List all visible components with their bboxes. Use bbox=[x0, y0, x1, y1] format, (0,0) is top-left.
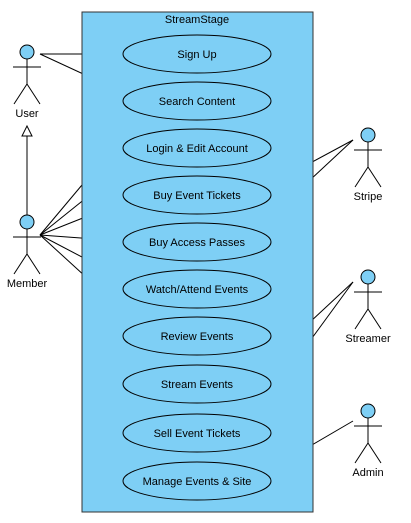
use-case-label: Watch/Attend Events bbox=[146, 284, 249, 296]
use-case-watch-attend-events[interactable]: Watch/Attend Events bbox=[122, 269, 272, 309]
actor-admin[interactable]: Admin bbox=[352, 403, 384, 479]
use-case-ellipse[interactable] bbox=[122, 364, 272, 404]
use-case-login-edit-account[interactable]: Login & Edit Account bbox=[122, 128, 272, 168]
use-case-ellipse[interactable] bbox=[122, 175, 272, 215]
actor-head-icon bbox=[360, 127, 376, 143]
actor-body-icon bbox=[13, 59, 41, 105]
actor-body-icon bbox=[13, 229, 41, 275]
actor-label: Stripe bbox=[354, 191, 383, 203]
use-case-stream-events[interactable]: Stream Events bbox=[122, 364, 272, 404]
actor-label: Admin bbox=[352, 467, 383, 479]
use-case-buy-access-passes[interactable]: Buy Access Passes bbox=[122, 222, 272, 262]
use-case-label: Buy Access Passes bbox=[149, 237, 245, 249]
use-case-label: Search Content bbox=[159, 96, 235, 108]
actor-user[interactable]: User bbox=[13, 44, 41, 120]
use-case-label: Buy Event Tickets bbox=[153, 190, 241, 202]
actor-label: User bbox=[15, 108, 39, 120]
use-case-search-content[interactable]: Search Content bbox=[122, 81, 272, 121]
use-case-ellipse[interactable] bbox=[122, 316, 272, 356]
use-case-label: Login & Edit Account bbox=[146, 143, 248, 155]
use-case-ellipse[interactable] bbox=[122, 81, 272, 121]
use-case-ellipse[interactable] bbox=[122, 269, 272, 309]
actor-streamer[interactable]: Streamer bbox=[345, 269, 391, 345]
use-case-buy-event-tickets[interactable]: Buy Event Tickets bbox=[122, 175, 272, 215]
use-case-ellipse[interactable] bbox=[122, 413, 272, 453]
system-title: StreamStage bbox=[165, 14, 229, 26]
use-case-sell-event-tickets[interactable]: Sell Event Tickets bbox=[122, 413, 272, 453]
use-case-label: Stream Events bbox=[161, 379, 234, 391]
generalization-arrowhead bbox=[21, 124, 33, 137]
use-case-review-events[interactable]: Review Events bbox=[122, 316, 272, 356]
actor-head-icon bbox=[19, 214, 35, 230]
actor-head-icon bbox=[19, 44, 35, 60]
actor-member[interactable]: Member bbox=[7, 214, 48, 290]
use-case-ellipse[interactable] bbox=[122, 34, 272, 74]
use-case-label: Manage Events & Site bbox=[143, 476, 252, 488]
use-case-ellipse[interactable] bbox=[122, 461, 272, 501]
actor-body-icon bbox=[354, 142, 382, 188]
use-case-label: Review Events bbox=[161, 331, 234, 343]
actor-body-icon bbox=[354, 284, 382, 330]
actor-label: Streamer bbox=[345, 333, 391, 345]
actor-stripe[interactable]: Stripe bbox=[354, 127, 383, 203]
actor-body-icon bbox=[354, 418, 382, 464]
actor-head-icon bbox=[360, 403, 376, 419]
use-case-sign-up[interactable]: Sign Up bbox=[122, 34, 272, 74]
use-case-ellipse[interactable] bbox=[122, 222, 272, 262]
actor-head-icon bbox=[360, 269, 376, 285]
actor-label: Member bbox=[7, 278, 48, 290]
use-case-label: Sell Event Tickets bbox=[154, 428, 241, 440]
use-case-label: Sign Up bbox=[177, 49, 216, 61]
use-case-ellipse[interactable] bbox=[122, 128, 272, 168]
use-case-manage-events-site[interactable]: Manage Events & Site bbox=[122, 461, 272, 501]
